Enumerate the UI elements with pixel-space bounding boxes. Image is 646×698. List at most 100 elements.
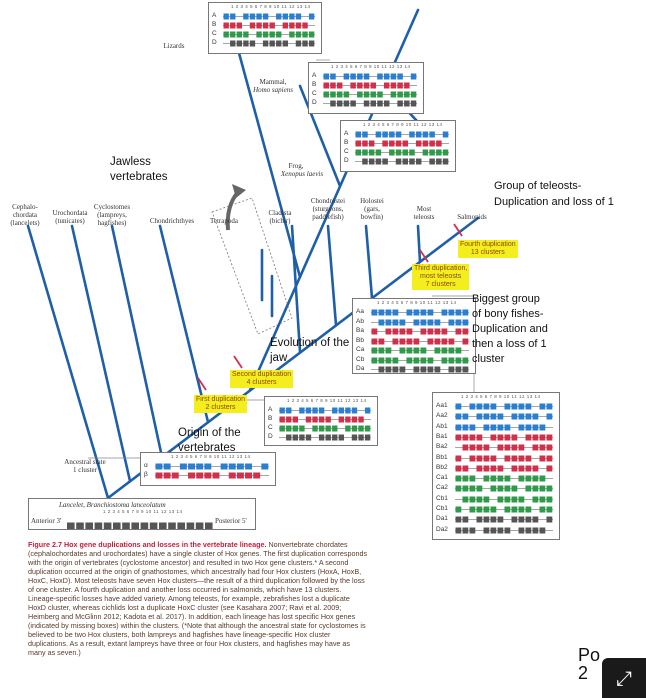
annotation-biggest-group: Biggest group of bony fishes- Duplicatio… bbox=[472, 293, 548, 365]
cluster-row-label: Aa2 bbox=[436, 412, 448, 420]
cluster-row-label: A bbox=[268, 406, 273, 413]
annotation-jawless: Jawless vertebrates bbox=[110, 156, 168, 183]
taxon-chondrostei: Chondrostei (sturgeons, paddlefish) bbox=[310, 197, 346, 221]
event-fourth-duplication: Fourth duplication 13 clusters bbox=[458, 240, 518, 258]
cluster-gene-row bbox=[455, 444, 553, 451]
tetrapoda-dashed-box bbox=[211, 197, 293, 335]
third-duplication-tick bbox=[419, 249, 429, 263]
branch-cephalochordata bbox=[26, 224, 110, 500]
taxon-frog-species: Xenopus laevis bbox=[280, 170, 324, 178]
cluster-row-label: C bbox=[268, 424, 273, 431]
cluster-row-label: Da1 bbox=[436, 515, 448, 523]
branch-mammal bbox=[298, 84, 342, 188]
caption-body: Nonvertebrate chordates (cephalochordate… bbox=[28, 540, 368, 657]
cluster-gene-row bbox=[455, 403, 553, 410]
cluster-gene-row bbox=[355, 131, 449, 138]
cluster-row-label: Cb1 bbox=[436, 505, 448, 512]
cluster-gene-row bbox=[455, 413, 553, 420]
cluster-row-label: Ca1 bbox=[436, 474, 448, 482]
event-first-duplication: First duplication 2 clusters bbox=[194, 395, 248, 413]
cluster-gene-row bbox=[155, 472, 269, 479]
cluster-row-label: Ba2 bbox=[436, 443, 448, 451]
annotation-group-teleosts: Group of teleosts- Duplication and loss … bbox=[494, 180, 614, 208]
cluster-gene-row bbox=[455, 475, 553, 482]
cluster-row-label: D bbox=[312, 99, 317, 106]
expand-button[interactable]: ⤢ bbox=[602, 658, 646, 698]
cluster-numbers: 1 2 3 4 5 6 7 8 9 10 11 12 13 14 bbox=[377, 300, 457, 305]
cluster-gene-row bbox=[371, 319, 469, 325]
cluster-row-label: B bbox=[312, 81, 317, 88]
cluster-row-label: β bbox=[144, 471, 148, 478]
cluster-gene-row bbox=[155, 463, 269, 470]
event-ancestral-state: Ancestral state 1 cluster bbox=[64, 458, 106, 474]
cluster-row-label: Ca bbox=[356, 346, 365, 353]
cluster-gene-row bbox=[455, 506, 553, 513]
cluster-row-label: C bbox=[212, 30, 217, 37]
cluster-gene-row bbox=[355, 149, 449, 156]
cluster-row-label: Bb bbox=[356, 336, 364, 344]
cluster-gene-row bbox=[323, 100, 417, 107]
cluster-row-label: C bbox=[344, 148, 349, 155]
cluster-gene-row bbox=[371, 357, 469, 363]
cluster-numbers: 1 2 3 4 5 6 7 8 9 10 11 12 13 14 bbox=[171, 454, 251, 459]
cluster-gene-row bbox=[223, 40, 315, 47]
cluster-gene-row bbox=[323, 91, 417, 98]
branch-most-teleosts bbox=[416, 224, 422, 264]
taxon-cyclostomes: Cyclostomes (lampreys, hagfishes) bbox=[93, 203, 131, 227]
cluster-row-label: Cb1 bbox=[436, 494, 448, 502]
cluster-gene-row bbox=[279, 407, 371, 414]
cluster-row-label: C bbox=[312, 90, 317, 97]
fourth-duplication-tick bbox=[453, 223, 463, 237]
branch-holostei bbox=[364, 224, 374, 300]
caption-title: Hox gene duplications and losses in the … bbox=[63, 540, 267, 549]
cluster-row-label: D bbox=[268, 433, 273, 440]
branch-lizards bbox=[234, 40, 302, 279]
cluster-gene-row bbox=[355, 158, 449, 165]
cluster-row-label: Bb1 bbox=[436, 453, 448, 461]
cluster-row-label: Da bbox=[356, 365, 365, 372]
cluster-row-label: Ba bbox=[356, 327, 364, 334]
lancelet-anterior: Anterior 3' bbox=[31, 517, 62, 525]
cluster-gene-row bbox=[455, 527, 553, 534]
cluster-gene-row bbox=[223, 22, 315, 29]
taxon-most-teleosts: Most teleosts bbox=[413, 205, 435, 221]
cluster-gene-row bbox=[371, 309, 469, 316]
expand-icon: ⤢ bbox=[616, 666, 632, 690]
cluster-gene-row bbox=[279, 434, 371, 441]
cluster-row-label: Ab1 bbox=[436, 422, 448, 430]
cluster-row-label: D bbox=[344, 157, 349, 164]
taxon-cephalochordata: Cephalo- chordata (lancelets) bbox=[10, 203, 40, 227]
cluster-gene-row bbox=[455, 455, 553, 461]
first-duplication-tick bbox=[197, 377, 207, 391]
event-second-duplication: Second duplication 4 clusters bbox=[230, 370, 294, 388]
figure-caption: Figure 2.7 Hox gene duplications and los… bbox=[28, 540, 368, 657]
cluster-row-label: Ab bbox=[356, 317, 364, 325]
event-third-duplication: Third duplication, most teleosts 7 clust… bbox=[412, 264, 470, 290]
cluster-gene-row bbox=[455, 496, 553, 503]
lancelet-posterior: Posterior 5' bbox=[215, 517, 247, 525]
cluster-numbers: 1 2 3 4 5 6 7 8 9 10 11 12 13 14 bbox=[363, 122, 443, 127]
cluster-row-label: Ca2 bbox=[436, 484, 448, 492]
cluster-gene-row bbox=[323, 82, 417, 89]
branch-chondrostei bbox=[326, 224, 338, 327]
cluster-gene-row bbox=[455, 516, 553, 523]
taxon-holostei: Holostei (gars, bowfin) bbox=[360, 197, 384, 221]
branch-urochordata bbox=[70, 224, 132, 483]
cluster-row-label: B bbox=[212, 21, 217, 28]
taxon-urochordata: Urochordata (tunicates) bbox=[52, 209, 88, 225]
cluster-numbers: 1 2 3 4 5 6 7 8 9 10 11 12 13 14 bbox=[231, 4, 311, 9]
cluster-row-label: α bbox=[144, 462, 148, 469]
cluster-numbers: 1 2 3 4 5 6 7 8 9 10 11 12 13 14 bbox=[331, 64, 411, 69]
cluster-gene-row bbox=[455, 434, 553, 441]
cluster-row-label: A bbox=[312, 72, 317, 79]
cluster-numbers: 1 2 3 4 5 6 7 8 9 10 11 12 13 14 bbox=[287, 398, 367, 403]
cluster-gene-row bbox=[223, 31, 315, 38]
cluster-gene-row bbox=[279, 416, 371, 423]
cluster-gene-row bbox=[371, 366, 469, 373]
cluster-row-label: Ba1 bbox=[436, 432, 448, 440]
cluster-row-label: Aa1 bbox=[436, 402, 448, 409]
